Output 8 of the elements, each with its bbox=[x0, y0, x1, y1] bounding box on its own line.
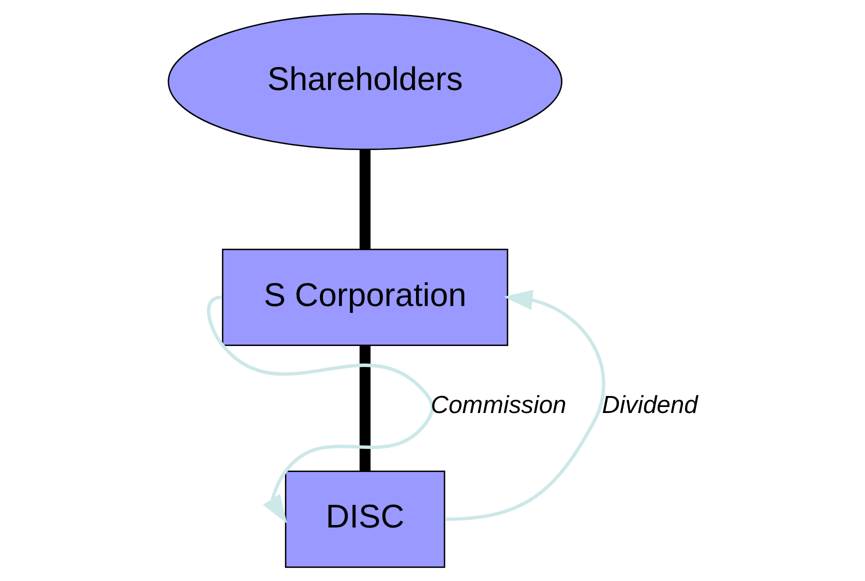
arrow bbox=[206, 296, 434, 524]
node-ellipse: Shareholders bbox=[168, 13, 562, 150]
edge-label: Dividend bbox=[602, 392, 698, 419]
connector bbox=[360, 150, 371, 249]
node-box: DISC bbox=[284, 470, 446, 568]
edge-label: Commission bbox=[430, 392, 566, 419]
arrow bbox=[446, 290, 606, 521]
node-box: S Corporation bbox=[222, 248, 508, 346]
